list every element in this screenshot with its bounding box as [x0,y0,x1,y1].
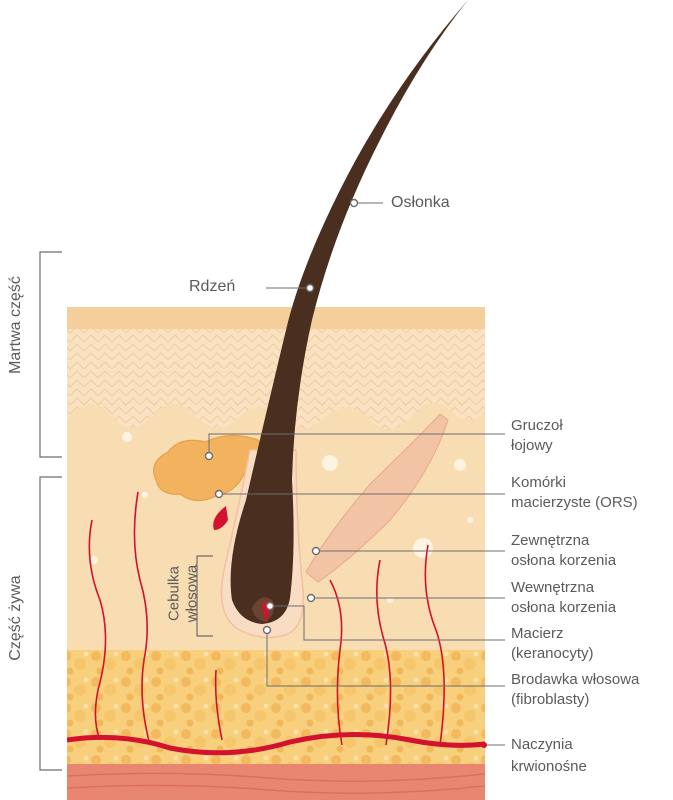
label-naczynia-1: Naczynia [511,736,573,753]
vessel-dot [481,742,487,748]
blood-vessel [67,732,485,756]
label-komorki-1: Komórki [511,474,567,491]
label-oslonka: Osłonka [391,194,450,211]
label-cebulka-1: Cebulka [165,565,183,622]
sebaceous-gland [153,434,263,502]
label-czesc-zywa: Część żywa [7,575,24,661]
label-wewnetrzna-2: osłona korzenia [511,599,617,616]
dermis-dots [90,432,473,603]
label-martwa-czesc: Martwa część [7,276,24,374]
label-brodawka-1: Brodawka włosowa [511,671,640,688]
hair-shaft [230,0,468,624]
bracket-dead-part [39,251,62,458]
bracket-living-part [39,476,62,771]
label-gruczol-2: łojowy [511,437,553,454]
label-rdzen: Rdzeń [189,278,236,295]
label-wewnetrzna-1: Wewnętrzna [511,579,595,596]
label-zewnetrzna-1: Zewnętrzna [511,532,590,549]
label-komorki-2: macierzyste (ORS) [511,494,638,511]
label-macierz-1: Macierz [511,625,564,642]
leader-lines [208,202,505,746]
label-macierz-2: (keranocyty) [511,645,594,662]
label-brodawka-2: (fibroblasty) [511,691,590,708]
stratum-corneum [67,307,485,329]
label-naczynia-2: krwionośne [511,758,587,775]
label-cebulka-2: włosowa [183,564,201,623]
label-zewnetrzna-2: osłona korzenia [511,552,617,569]
leader-dots [204,198,359,635]
label-gruczol-1: Gruczoł [511,417,563,434]
brackets [39,251,213,771]
muscle-layer [67,764,485,800]
stem-cells [213,506,228,530]
arrector-pili-muscle [305,413,449,583]
bracket-bulb [196,555,213,637]
